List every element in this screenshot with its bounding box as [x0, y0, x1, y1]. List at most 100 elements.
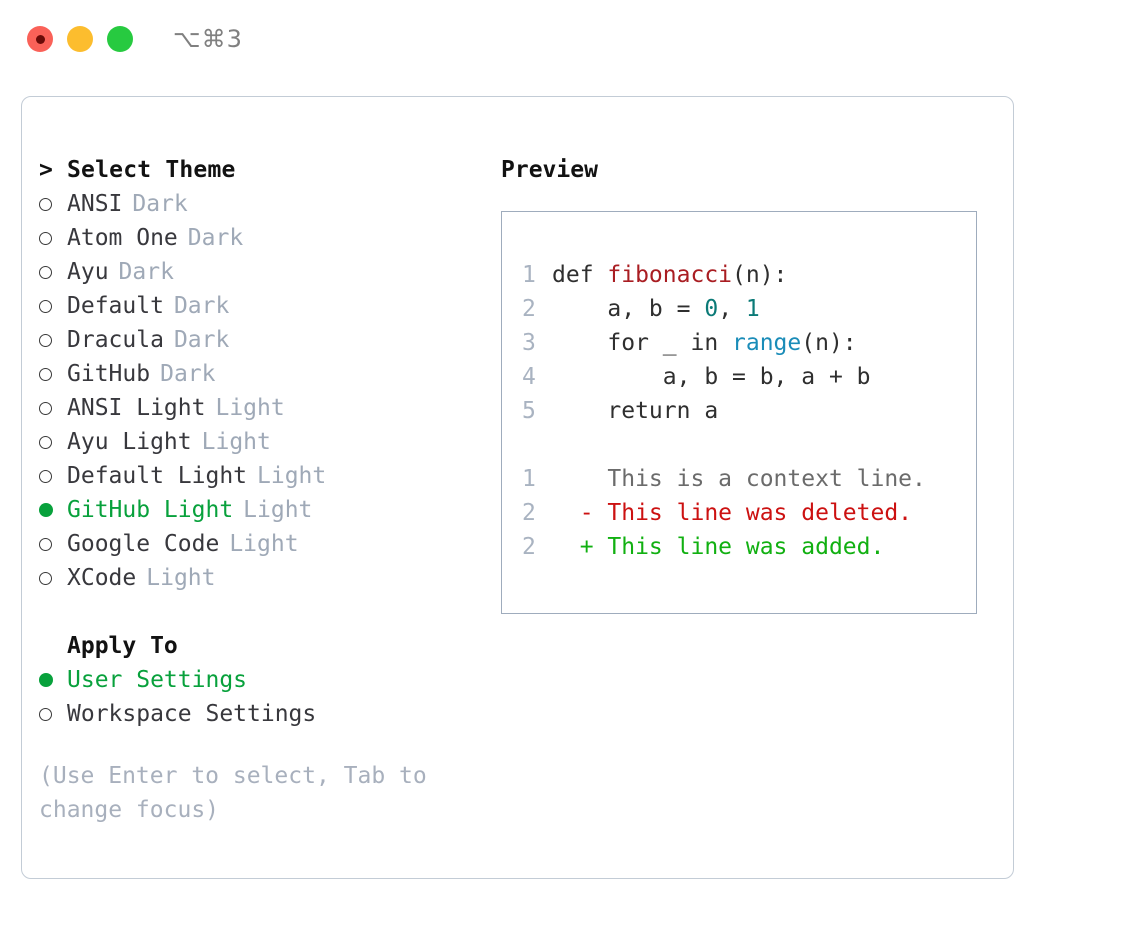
theme-mode-badge: Light: [257, 463, 327, 489]
theme-list-item[interactable]: Ayu Dark: [39, 255, 479, 289]
radio-glyph-icon: [39, 707, 52, 721]
radio-glyph-icon: [39, 299, 52, 313]
radio-unselected-icon[interactable]: [39, 231, 67, 245]
apply-to-header: Apply To: [39, 629, 479, 663]
radio-unselected-icon[interactable]: [39, 571, 67, 585]
code-token-num: 1: [745, 296, 760, 322]
code-line-number: 1: [522, 262, 536, 288]
radio-glyph-icon: [39, 265, 52, 279]
radio-unselected-icon[interactable]: [39, 707, 67, 721]
theme-name: Default: [67, 293, 164, 319]
code-token-plain: (n):: [801, 330, 857, 356]
close-button-icon[interactable]: [27, 26, 53, 52]
list-spacer: [39, 595, 479, 629]
theme-mode-badge: Dark: [187, 225, 244, 251]
theme-name: Ayu Light: [67, 429, 192, 455]
theme-list-item[interactable]: Atom One Dark: [39, 221, 479, 255]
code-token-plain: for _ in: [552, 330, 733, 356]
code-token-builtin: range: [732, 330, 802, 356]
theme-mode-badge: Dark: [160, 361, 216, 387]
caret-icon: >: [39, 157, 53, 183]
theme-name: Ayu: [67, 259, 109, 285]
code-line-text: def fibonacci(n):: [552, 262, 787, 288]
code-token-num: 0: [704, 296, 719, 322]
radio-unselected-icon[interactable]: [39, 265, 67, 279]
code-token-fn: fibonacci: [607, 262, 733, 288]
traffic-light-group: [27, 26, 133, 52]
zoom-button-icon[interactable]: [107, 26, 133, 52]
radio-unselected-icon[interactable]: [39, 469, 67, 483]
theme-name: XCode: [67, 565, 137, 591]
theme-name: GitHub Light: [67, 497, 234, 523]
radio-glyph-icon: [39, 401, 52, 415]
radio-unselected-icon[interactable]: [39, 537, 67, 551]
theme-mode-badge: Dark: [132, 191, 188, 217]
code-line-number: 4: [522, 364, 536, 390]
theme-mode-badge: Dark: [173, 293, 230, 319]
theme-mode-badge: Light: [229, 531, 299, 557]
theme-list-item[interactable]: Ayu Light Light: [39, 425, 479, 459]
theme-list-item[interactable]: ANSI Dark: [39, 187, 479, 221]
theme-name: ANSI: [67, 191, 123, 217]
apply-to-option[interactable]: User Settings: [39, 663, 479, 697]
radio-glyph-icon: [39, 333, 52, 347]
radio-unselected-icon[interactable]: [39, 367, 67, 381]
diff-block: 1 This is a context line.2 - This line w…: [522, 462, 976, 564]
code-line-text: return a: [552, 398, 718, 424]
apply-to-label: Apply To: [67, 633, 178, 659]
radio-unselected-icon[interactable]: [39, 197, 67, 211]
radio-glyph-icon: [39, 231, 52, 245]
apply-to-option-label: User Settings: [67, 667, 248, 693]
radio-selected-icon[interactable]: [39, 673, 67, 687]
radio-unselected-icon[interactable]: [39, 299, 67, 313]
theme-mode-badge: Dark: [118, 259, 174, 285]
code-line: 1 def fibonacci(n):: [522, 258, 976, 292]
radio-selected-icon[interactable]: [39, 503, 67, 517]
code-line: 2 a, b = 0, 1: [522, 292, 976, 326]
radio-unselected-icon[interactable]: [39, 333, 67, 347]
diff-line: 2 - This line was deleted.: [522, 496, 976, 530]
code-token-plain: def: [552, 262, 608, 288]
theme-name: Atom One: [67, 225, 178, 251]
theme-list-item[interactable]: ANSI Light Light: [39, 391, 479, 425]
diff-line: 2 + This line was added.: [522, 530, 976, 564]
apply-to-option[interactable]: Workspace Settings: [39, 697, 479, 731]
radio-glyph-icon: [39, 571, 52, 585]
theme-name: ANSI Light: [67, 395, 206, 421]
code-line: 4 a, b = b, a + b: [522, 360, 976, 394]
radio-glyph-icon: [39, 503, 53, 517]
code-token-plain: ,: [718, 296, 746, 322]
radio-glyph-icon: [39, 367, 52, 381]
code-line-text: a, b = b, a + b: [552, 364, 871, 390]
select-theme-header: > Select Theme: [39, 153, 479, 187]
theme-mode-badge: Light: [215, 395, 285, 421]
theme-list-item[interactable]: Default Dark: [39, 289, 479, 323]
theme-name: Dracula: [67, 327, 164, 353]
radio-glyph-icon: [39, 435, 52, 449]
code-line-text: for _ in range(n):: [552, 330, 857, 356]
code-line-text: a, b = 0, 1: [552, 296, 760, 322]
code-line: 3 for _ in range(n):: [522, 326, 976, 360]
radio-unselected-icon[interactable]: [39, 435, 67, 449]
minimize-button-icon[interactable]: [67, 26, 93, 52]
code-line-number: 3: [522, 330, 536, 356]
diff-line-text: + This line was added.: [552, 534, 885, 560]
theme-mode-badge: Light: [201, 429, 271, 455]
code-token-plain: a, b =: [552, 296, 705, 322]
code-token-plain: (n):: [732, 262, 788, 288]
radio-unselected-icon[interactable]: [39, 401, 67, 415]
code-line-number: 5: [522, 398, 536, 424]
